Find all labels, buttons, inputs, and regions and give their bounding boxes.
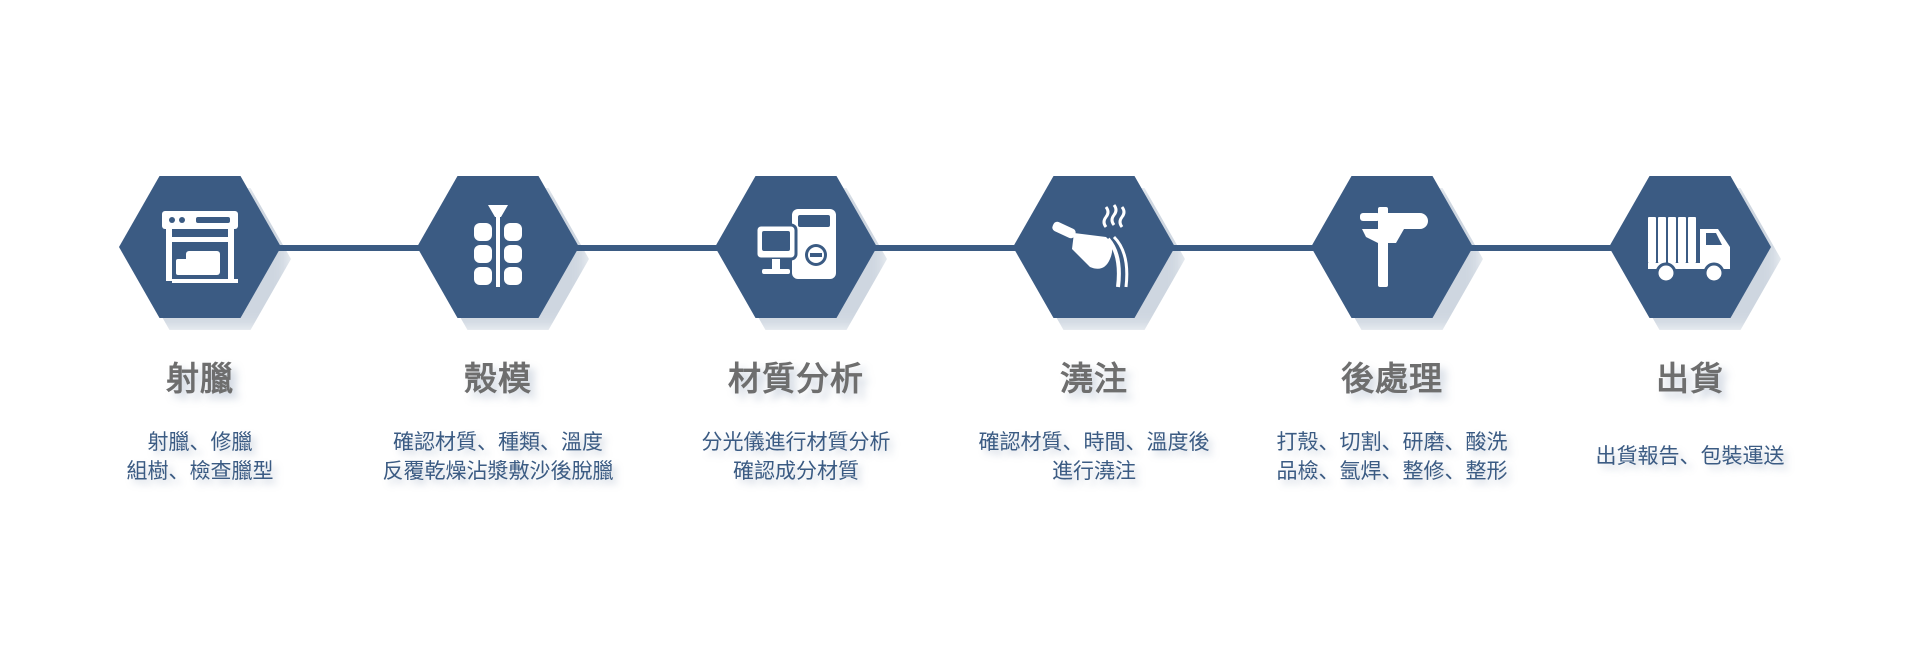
step-title: 射臘 [166,359,234,398]
process-step-shell-mold: 殼模 確認材質、種類、溫度 反覆乾燥沾漿敷沙後脫臘 [348,0,648,648]
step-description: 射臘、修臘 組樹、檢查臘型 [126,430,274,483]
step-description: 打殼、切割、研磨、酸洗 品檢、氬焊、整修、整形 [1276,430,1508,483]
delivery-truck-icon [1648,217,1730,284]
step-title: 材質分析 [728,359,864,398]
process-step-pouring: 澆注 確認材質、時間、溫度後 進行澆注 [944,0,1244,648]
step-description: 確認材質、時間、溫度後 進行澆注 [978,430,1210,483]
process-connector-line [203,245,1677,251]
step-description: 確認材質、種類、溫度 反覆乾燥沾漿敷沙後脫臘 [382,430,614,483]
process-step-post-processing: 後處理 打殼、切割、研磨、酸洗 品檢、氬焊、整修、整形 [1242,0,1542,648]
process-step-shipping: 出貨 出貨報告、包裝運送 [1540,0,1840,648]
step-title: 澆注 [1060,359,1128,398]
wax-tree-shell-icon [474,205,522,287]
process-step-material-analysis: 材質分析 分光儀進行材質分析 確認成分材質 [646,0,946,648]
step-title: 殼模 [464,359,532,398]
step-description: 出貨報告、包裝運送 [1595,444,1785,468]
step-title: 後處理 [1341,359,1443,398]
pouring-ladle-icon [1052,204,1129,288]
caliper-icon [1360,207,1428,287]
process-step-wax-injection: 射臘 射臘、修臘 組樹、檢查臘型 [50,0,350,648]
step-title: 出貨 [1656,359,1724,398]
wax-injection-machine-icon [162,211,238,283]
spectrometer-icon [754,209,836,279]
step-description: 分光儀進行材質分析 確認成分材質 [701,430,891,483]
